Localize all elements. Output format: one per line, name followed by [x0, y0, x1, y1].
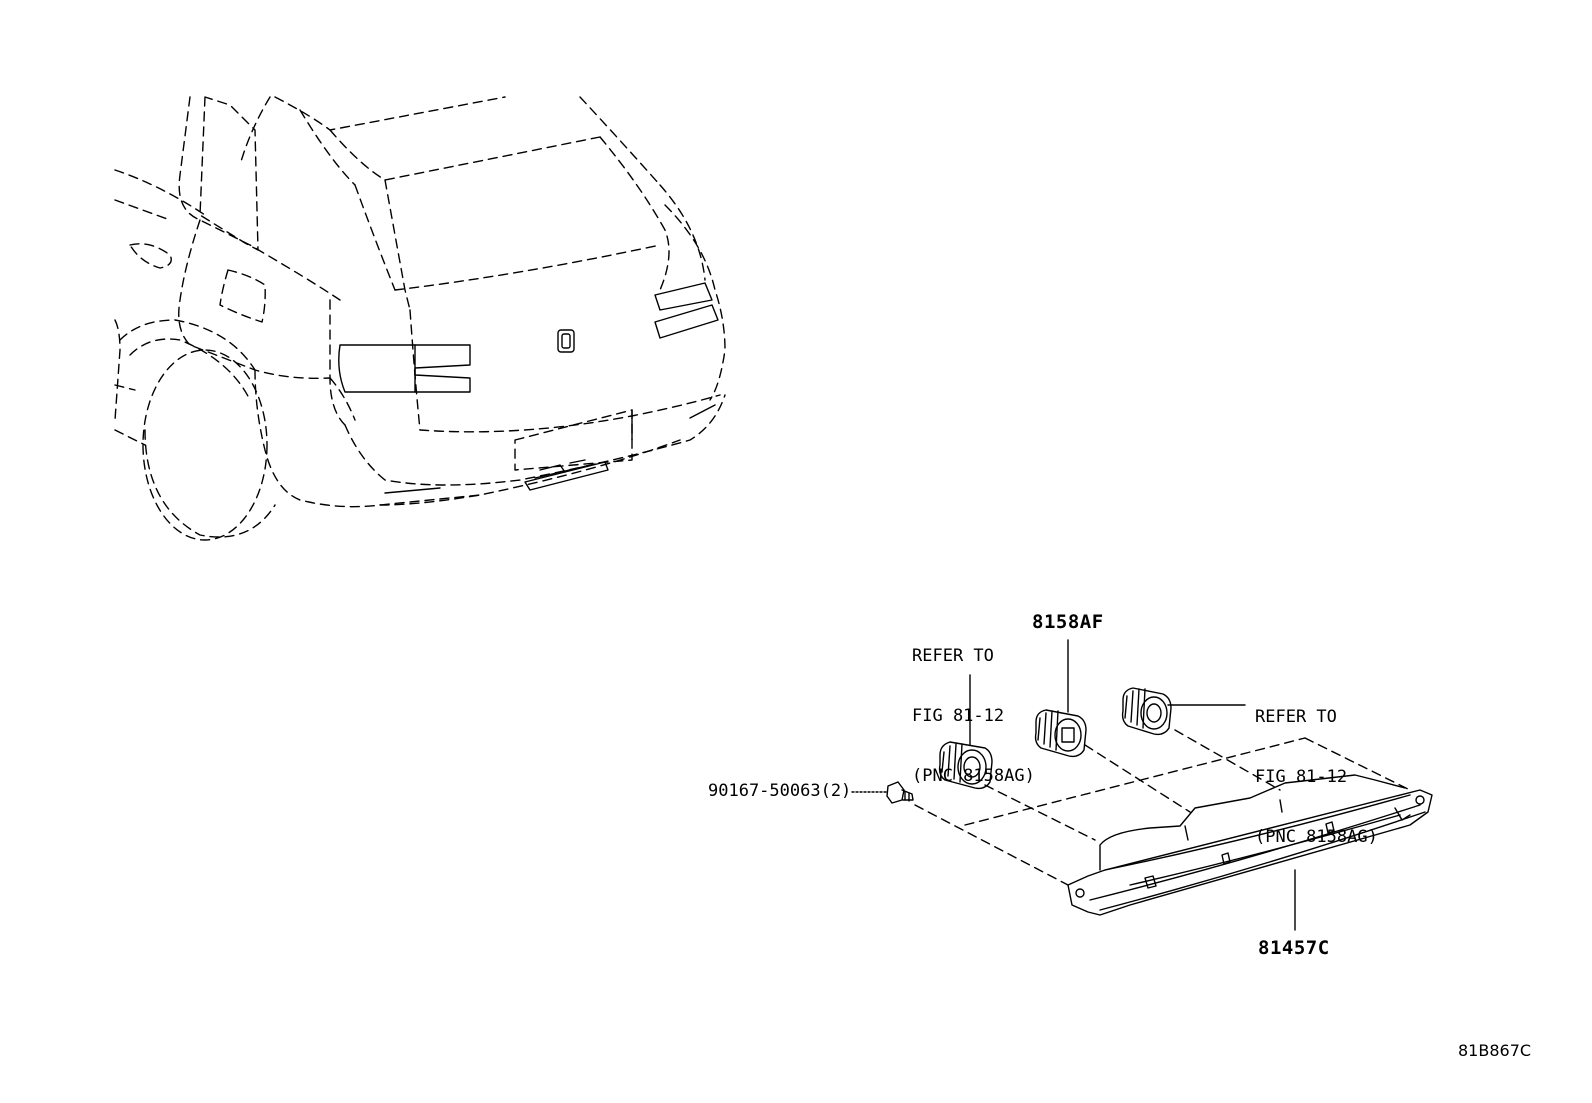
bulb-8158AF	[1036, 710, 1086, 756]
refer-left-line1: REFER TO	[912, 646, 994, 666]
bulb-socket-left	[940, 742, 992, 788]
refer-left-line3: (PNC 8158AG)	[912, 766, 1035, 786]
callout-refer-right: REFER TO FIG 81-12 (PNC 8158AG)	[1255, 667, 1378, 867]
part-number-81457C: 81457C	[1258, 937, 1330, 959]
figure-id: 81B867C	[1458, 1041, 1532, 1060]
part-number-8158AF: 8158AF	[1032, 611, 1104, 633]
screw-part	[887, 782, 913, 803]
assembly-lines	[915, 730, 1410, 885]
refer-right-line1: REFER TO	[1255, 707, 1337, 727]
refer-left-line2: FIG 81-12	[912, 706, 1005, 726]
refer-right-line3: (PNC 8158AG)	[1255, 827, 1378, 847]
vehicle-outline	[115, 97, 725, 540]
callout-refer-left: REFER TO FIG 81-12 (PNC 8158AG)	[912, 606, 1035, 806]
part-number-screw: 90167-50063(2)	[708, 781, 852, 801]
bulb-socket-right	[1123, 688, 1171, 734]
vehicle-details	[339, 283, 718, 493]
leader-lines	[852, 640, 1295, 930]
refer-right-line2: FIG 81-12	[1255, 767, 1348, 787]
stop-lamp-assembly	[1068, 775, 1432, 915]
